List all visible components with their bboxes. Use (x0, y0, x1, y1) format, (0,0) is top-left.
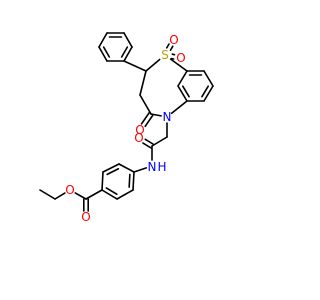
single-bond (101, 171, 104, 191)
single-bond (133, 167, 148, 173)
ester-carbonyl-oxygen-label: O (81, 210, 90, 224)
bond-layer (39, 32, 214, 212)
single-bond (39, 189, 56, 200)
double-bond (102, 163, 120, 173)
amide-oxygen-label: O (134, 131, 143, 145)
single-bond (123, 32, 133, 48)
single-bond (169, 58, 188, 72)
single-bond (170, 100, 188, 115)
sulfur-atom-label: S (161, 48, 169, 62)
single-bond (98, 32, 108, 48)
amide-hydrogen-label: H (157, 160, 166, 174)
double-bond (203, 85, 214, 102)
double-bond-inner (128, 173, 131, 188)
ring-nitrogen-label: N (163, 110, 172, 124)
double-bond (101, 189, 118, 200)
double-bond (142, 142, 152, 149)
double-bond-inner (201, 85, 210, 98)
sulfonyl-oxygen-label: O (169, 33, 178, 47)
double-bond (144, 138, 154, 145)
single-bond (203, 70, 214, 87)
ester-oxygen-label: O (65, 183, 74, 197)
single-bond (116, 189, 134, 200)
double-bond (177, 85, 188, 102)
single-bond (177, 70, 188, 87)
single-bond (145, 58, 161, 72)
double-bond-inner (181, 85, 190, 98)
double-bond (98, 46, 108, 62)
double-bond (140, 111, 150, 125)
single-bond (150, 113, 162, 117)
single-bond (74, 192, 87, 200)
double-bond (144, 114, 154, 128)
single-bond (123, 60, 147, 72)
single-bond (139, 94, 152, 115)
double-bond-inner (102, 46, 111, 58)
double-bond (123, 46, 133, 62)
double-bond (169, 45, 174, 51)
double-bond (165, 43, 170, 49)
single-bond (85, 189, 103, 200)
amide-nitrogen-label: N (148, 160, 157, 174)
double-bond (132, 171, 135, 191)
single-bond (139, 70, 147, 96)
double-bond-inner (120, 46, 129, 58)
single-bond (118, 163, 135, 173)
sulfonyl-oxygen-label-2: O (176, 51, 185, 65)
double-bond-inner (105, 187, 118, 196)
lactam-oxygen-label: O (135, 123, 144, 137)
single-bond (54, 192, 66, 200)
double-bond-inner (106, 167, 120, 176)
single-bond (151, 136, 168, 147)
